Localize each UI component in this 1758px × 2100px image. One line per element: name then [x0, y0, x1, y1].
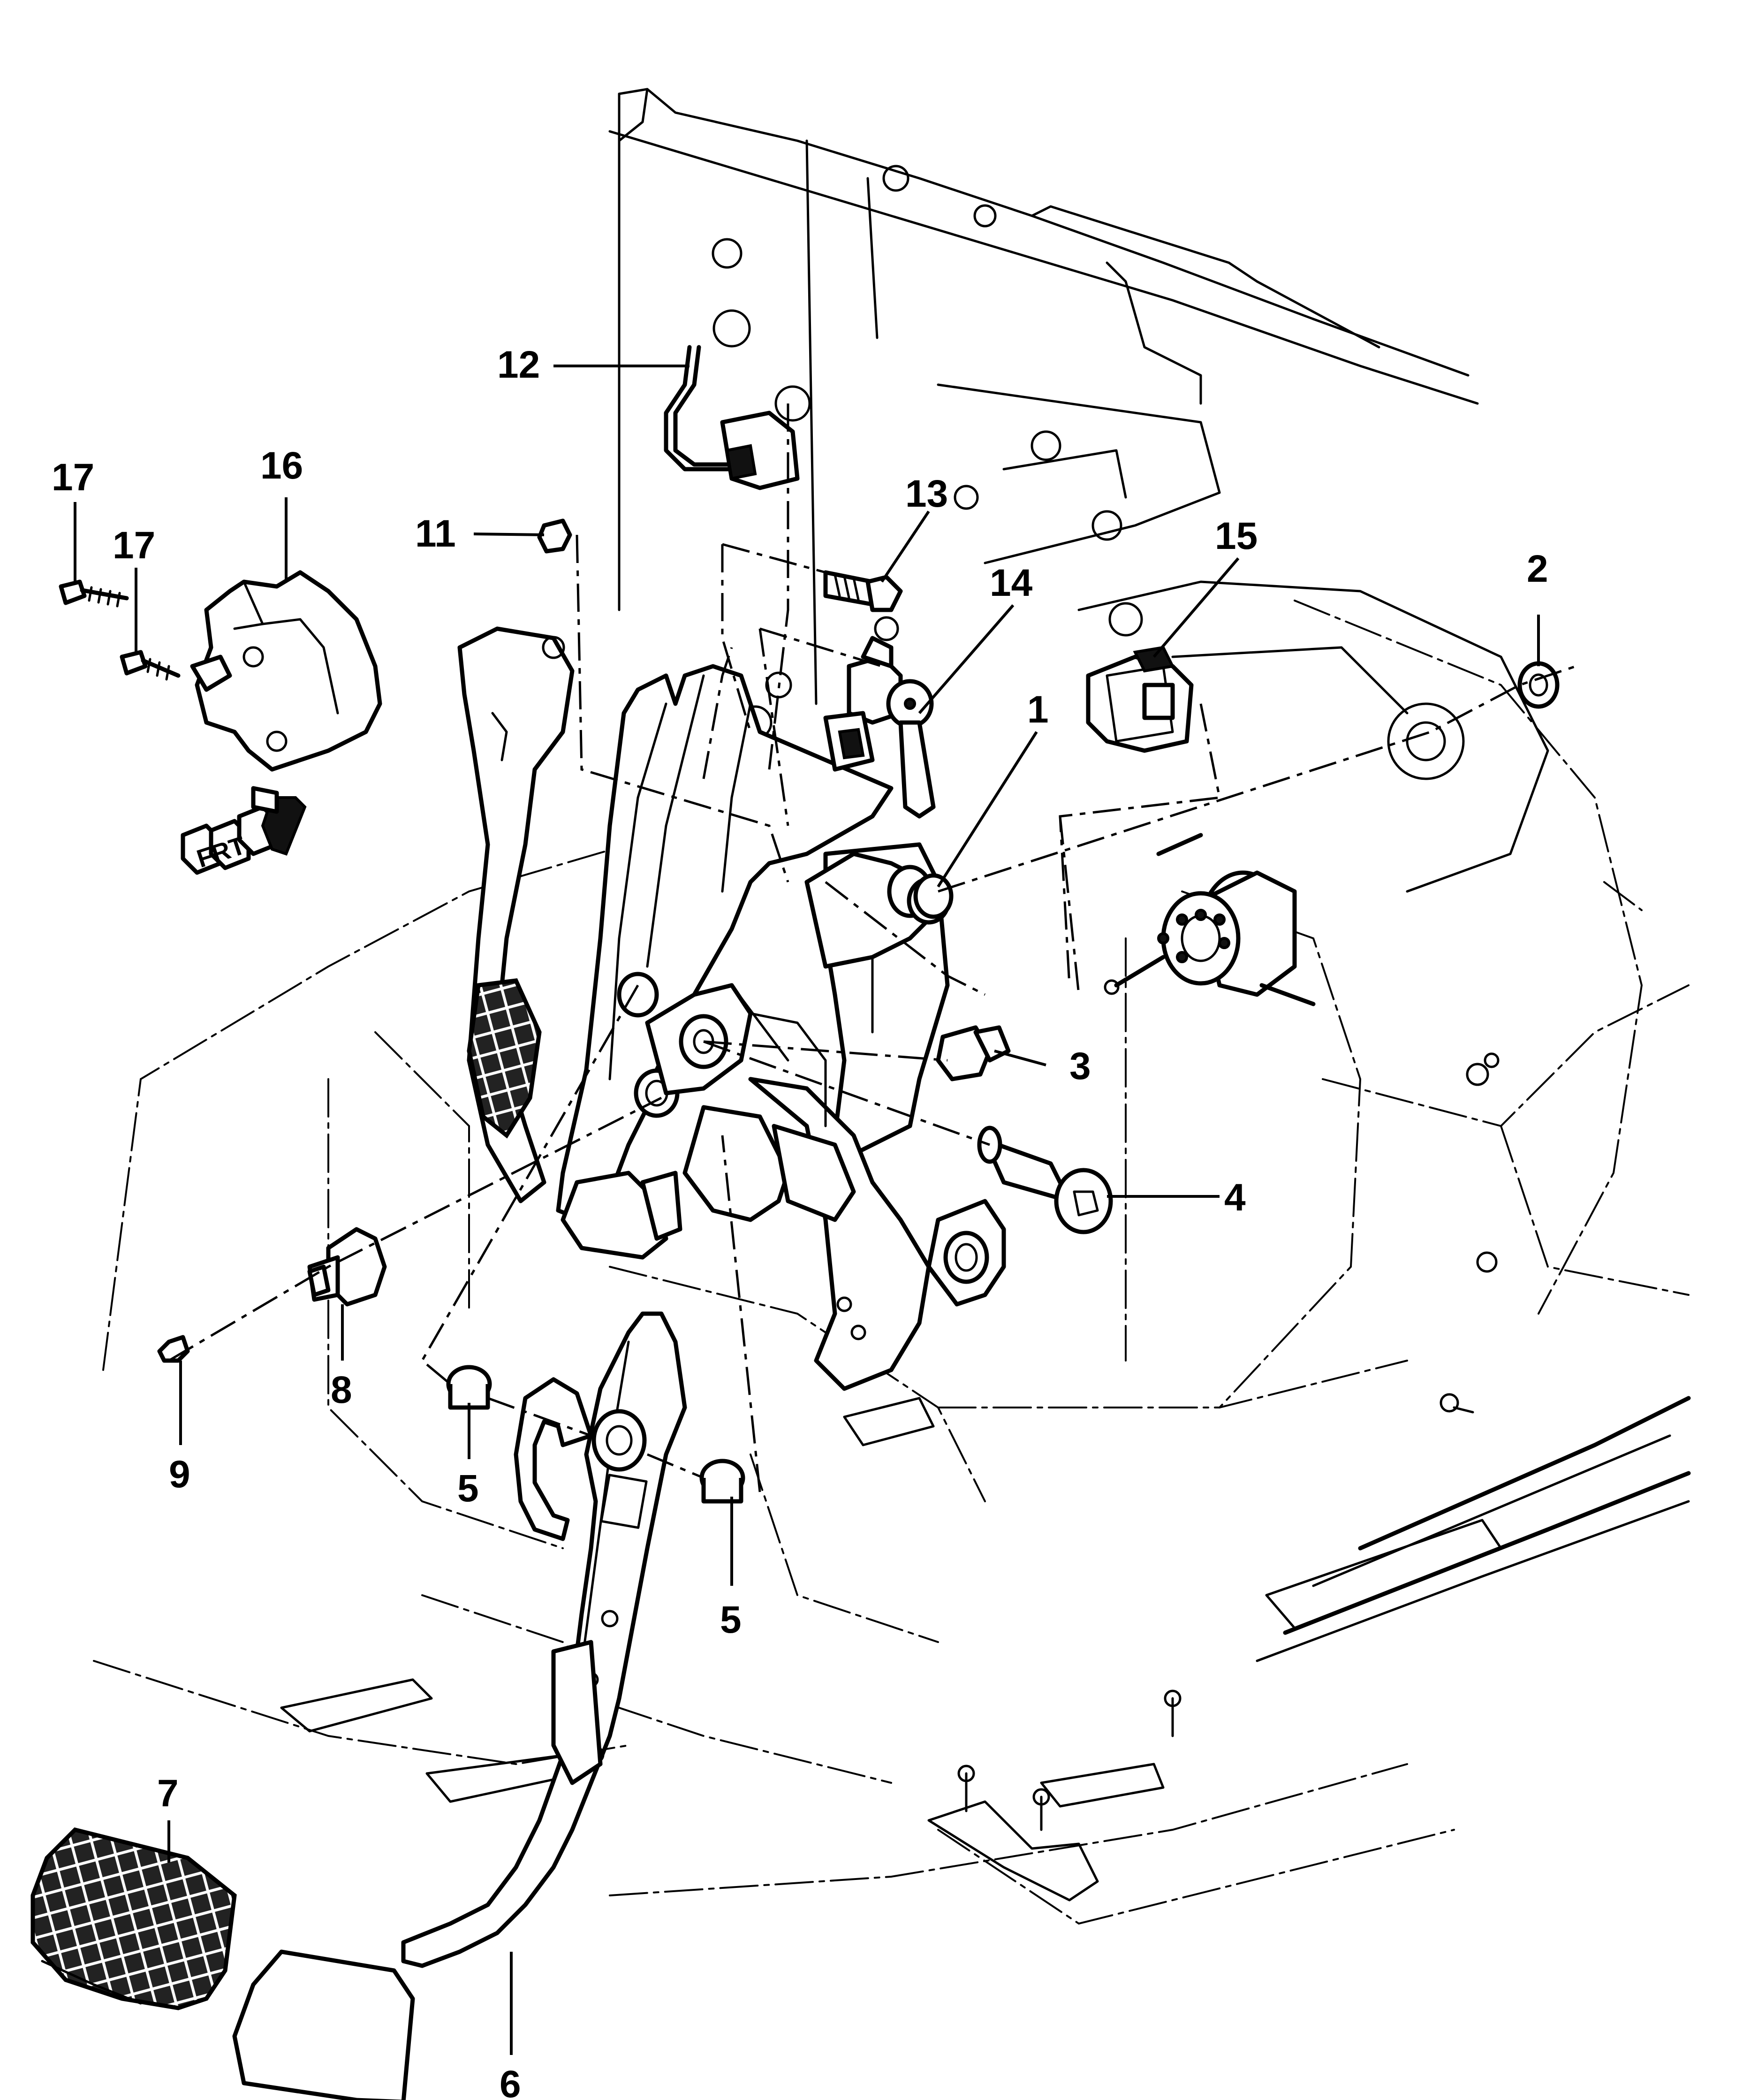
callout-6: 6 [500, 2063, 521, 2100]
wiring-harness-connector [664, 345, 800, 490]
bushing-1 [913, 873, 954, 919]
callout-5a: 5 [457, 1467, 479, 1510]
callout-11: 11 [415, 512, 456, 555]
nut-11 [537, 518, 572, 554]
pivot-bolt-4 [977, 1126, 1113, 1234]
nut-2 [1517, 661, 1560, 709]
pivot-nut-3 [936, 1025, 1011, 1081]
callout-leaders [74, 365, 1540, 2055]
callout-7: 7 [157, 1772, 179, 1815]
pedal-position-sensor [1086, 646, 1194, 753]
callout-13: 13 [905, 472, 948, 515]
pedal-cover-shield [190, 570, 382, 772]
brake-booster [1104, 833, 1316, 1006]
vehicle-body-structure [93, 88, 1691, 1925]
callout-14: 14 [990, 562, 1033, 604]
bolt-13 [823, 570, 903, 612]
callout-12: 12 [497, 343, 540, 386]
callout-5b: 5 [720, 1598, 742, 1641]
callout-8: 8 [331, 1369, 352, 1411]
callout-1: 1 [1027, 688, 1049, 731]
callout-16: 16 [260, 444, 303, 487]
pedal-pad-7 [30, 1827, 237, 2010]
callout-9: 9 [169, 1453, 190, 1496]
callout-17a: 17 [52, 456, 94, 499]
spacer-8 [307, 1227, 387, 1307]
bolts-17 [59, 579, 181, 681]
callout-4: 4 [1224, 1176, 1246, 1219]
callout-3: 3 [1069, 1045, 1091, 1088]
callout-numbers: 1 2 3 4 5 5 6 7 8 9 11 12 13 14 15 16 17… [52, 343, 1548, 2100]
stop-lamp-switch [823, 636, 936, 819]
front-direction-indicator: FRT [181, 786, 307, 875]
callout-17b: 17 [113, 524, 155, 567]
brake-pedal-arm [232, 1311, 687, 2100]
callout-2: 2 [1527, 548, 1548, 590]
assembly-lines [168, 403, 1576, 1492]
callout-15: 15 [1215, 515, 1258, 557]
